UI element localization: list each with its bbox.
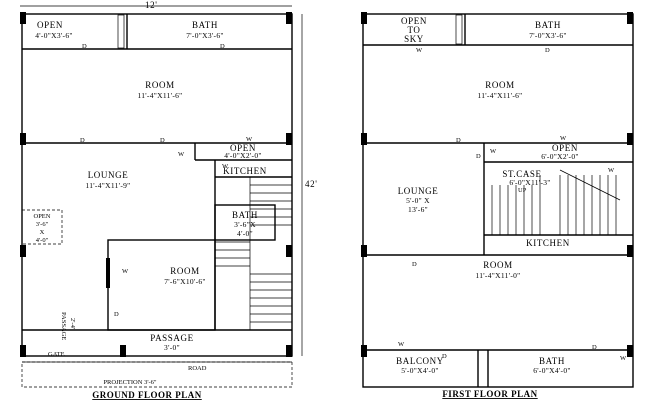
f-window-mark: W [398,341,405,348]
ground-bath-mid-wall [214,204,276,241]
g-road-label: ROAD [188,365,207,372]
f-room-bottom-name: ROOM [483,260,512,270]
ground-columns [20,12,292,357]
f-door-mark: D [476,153,481,160]
f-room-top-name: ROOM [485,80,514,90]
f-open-sky-l1: OPEN [401,16,427,26]
g-bath-mid-l2: 3'-6"X [234,220,256,229]
first-stair-lines [491,169,621,235]
width-dimension-label: 12' [145,0,157,10]
g-open-side-l4: 4'-0" [36,237,49,244]
f-door-mark: D [456,137,461,144]
ground-stair-lines [215,177,292,330]
g-open-side-name: OPEN [34,213,51,220]
g-bath-top-name: BATH [192,20,218,30]
g-open-name: OPEN [37,20,63,30]
g-open-small-name: OPEN [230,143,256,153]
g-passage-v-name: PASSAGE [60,312,67,340]
f-door-mark: D [592,344,597,351]
g-window-mark: W [222,163,229,170]
ground-open-side-outline [21,209,63,245]
first-outer-wall [362,13,634,388]
g-window-mark: W [122,268,129,275]
first-shaft [455,14,463,45]
g-open-side-l3: X [40,229,45,236]
f-lounge-l2: 5'-0" X [406,196,430,205]
f-open-sky-l3: SKY [404,34,424,44]
f-balcony-size: 5'-0"X4'-0" [401,366,439,375]
f-bath-bottom-size: 6'-0"X4'-0" [533,366,571,375]
ground-floor-plan: 12' [20,0,317,400]
f-door-mark: D [442,353,447,360]
f-stcase-name: ST.CASE [502,169,541,179]
g-bath-top-size: 7'-0"X3'-6" [186,31,224,40]
first-columns [361,12,633,357]
f-lounge-l3: 13'-6" [408,205,428,214]
first-floor-plan: OPEN TO SKY BATH 7'-0"X3'-6" ROOM 11'-4"… [361,12,634,399]
g-open-small-size: 4'-0"X2'-0" [224,151,262,160]
f-open-sky-l2: TO [407,25,420,35]
g-passage-v-size: 2'-4" [69,318,76,331]
g-room-top-name: ROOM [145,80,174,90]
f-stcase-size: 6'-0"X11'-3" [509,178,550,187]
f-bath-top-name: BATH [535,20,561,30]
f-room-bottom-size: 11'-4"X11'-0" [475,271,520,280]
f-bath-top-size: 7'-0"X3'-6" [529,31,567,40]
f-door-mark: D [412,261,417,268]
g-projection-label: PROJECTION 3'-6" [103,379,156,386]
g-door-mark: D [82,43,87,50]
g-open-size: 4'-0"X3'-6" [35,31,73,40]
f-window-mark: W [608,167,615,174]
depth-dimension-label: 42' [305,179,317,189]
first-floor-title: FIRST FLOOR PLAN [442,389,537,399]
g-door-mark: D [220,43,225,50]
g-open-side-l2: 3'-6" [36,221,49,228]
ground-projection-outline [21,361,293,388]
g-door-mark: D [114,311,119,318]
f-open-small-name: OPEN [552,143,578,153]
ground-shaft [117,14,125,49]
g-door-mark: D [160,137,165,144]
g-bath-mid-name: BATH [232,210,258,220]
g-passage-h-size: 3'-0" [164,343,180,352]
ground-floor-title: GROUND FLOOR PLAN [92,390,202,400]
g-window-mark: W [246,136,253,143]
g-kitchen-label: KITCHEN [223,166,267,176]
f-lounge-name: LOUNGE [398,186,439,196]
g-door-mark: D [80,137,85,144]
f-bath-bottom-name: BATH [539,356,565,366]
f-window-mark: W [416,47,423,54]
f-kitchen-label: KITCHEN [526,238,570,248]
f-balcony-name: BALCONY [396,356,444,366]
g-bath-mid-l3: 4'-0" [237,229,253,238]
ground-room-window [106,258,110,288]
f-stcase-up: UP [518,187,527,194]
f-window-mark: W [620,355,627,362]
f-door-mark: D [545,47,550,54]
g-lounge-name: LOUNGE [88,170,129,180]
g-lounge-size: 11'-4"X11'-9" [85,181,130,190]
f-open-small-size: 6'-0"X2'-0" [541,152,579,161]
g-room-mid-name: ROOM [170,266,199,276]
g-room-mid-size: 7'-6"X10'-6" [164,277,206,286]
f-room-top-size: 11'-4"X11'-6" [477,91,522,100]
g-gate-label: GATE [48,351,65,358]
f-window-mark: W [560,135,567,142]
g-window-mark: W [178,151,185,158]
f-window-mark: W [490,148,497,155]
g-passage-h-name: PASSAGE [150,333,193,343]
g-room-top-size: 11'-4"X11'-6" [137,91,182,100]
